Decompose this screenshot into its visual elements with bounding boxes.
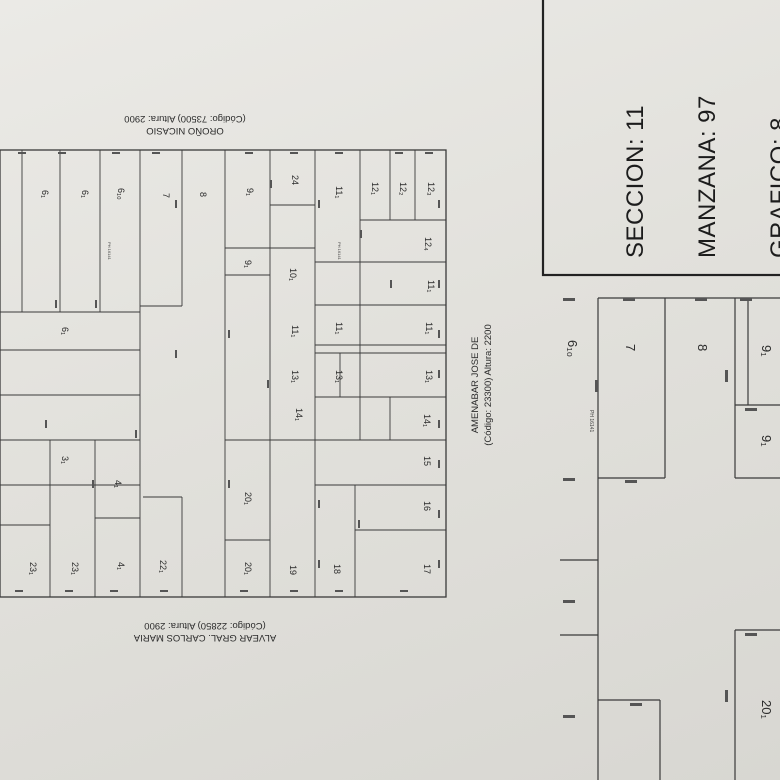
inset-ph-label: PH 16141 [588,410,594,432]
inset-lot-20: 20₁ [759,700,774,719]
lot-11b: 11₁ [426,280,436,292]
manzana-label: MANZANA: 97 [694,95,721,258]
lot-labels: 7 8 6₁ 6₁ 6₁₀ 6₁ 9₁ 24 11₁ 12₁ 12₂ 12₃ 1… [28,175,436,575]
inset-dimension-marks [563,298,757,718]
inset-labels: 6₁₀ 7 8 9₁ 9₁ 20₁ PH 16141 [565,340,774,719]
lot-13c: 13₁ [424,370,434,383]
street-right: AMENABAR JOSE DE (Código: 23300) Altura:… [470,324,494,445]
street-right-name: AMENABAR JOSE DE [470,337,481,434]
street-bottom: ALVEAR GRAL. CARLOS MARIA (Código: 22850… [133,620,276,643]
lot-9: 9₁ [245,188,255,196]
lot-8: 8 [198,192,208,197]
lot-11a: 11₁ [334,186,344,198]
lot-18: 18 [332,564,342,574]
lot-24: 24 [290,175,300,185]
lot-12d: 12₄ [423,237,433,251]
lot-22: 22₁ [158,560,168,573]
lot-12b: 12₂ [398,182,408,196]
lot-6b: 6₁ [80,190,90,198]
lot-6c: 6₁ [60,327,70,335]
lot-16: 16 [422,501,432,511]
lot-17: 17 [422,564,432,574]
lot-20a: 20₁ [243,492,253,505]
lot-12c: 12₃ [426,182,436,196]
lot-20b: 20₁ [243,562,253,575]
inset-lot-7: 7 [623,344,638,351]
lot-13a: 13₁ [290,370,300,383]
lot-23b: 23₁ [70,562,80,575]
lot-9b: 9₁ [243,260,253,268]
seccion-label: SECCION: 11 [622,105,649,258]
lot-10: 10₁ [288,268,298,281]
dimension-marks [15,152,440,592]
lot-23a: 23₁ [28,562,38,575]
lot-6a: 6₁ [40,190,50,198]
street-bottom-code: (Código: 22850) Altura: 2900 [144,620,265,631]
lot-14b: 14₁ [422,414,432,427]
street-bottom-name: ALVEAR GRAL. CARLOS MARIA [133,632,276,643]
lot-11e: 11₁ [424,322,434,334]
lot-11d: 11₁ [334,322,344,334]
lot-14: 14₁ [294,408,304,421]
lot-4a: 4₁ [113,480,123,488]
lot-12a: 12₁ [370,182,380,195]
lot-11c: 11₁ [290,325,300,337]
grafico-label: GRAFICO: 8 [766,117,780,258]
parcel-lines [0,150,446,597]
zoomed-inset [560,297,780,780]
lot-15: 15 [422,456,432,466]
ph-label: PH 16141 [337,242,342,261]
lot-13b: 13₁ [334,370,344,383]
inset-lot-8: 8 [695,344,710,351]
title-box: SECCION: 11 MANZANA: 97 GRAFICO: 8 [541,0,780,277]
lot-3: 3₁ [60,456,70,464]
inset-lot-9a: 9₁ [759,345,774,357]
lot-6d: 6₁₀ [116,188,126,200]
inset-lot-6: 6₁₀ [565,340,580,357]
main-block [0,149,447,598]
street-top: OROÑO NICASIO (Código: 73500) Altura: 29… [124,113,245,136]
inset-lot-9b: 9₁ [759,435,774,447]
street-top-name: OROÑO NICASIO [146,125,224,136]
lot-4b: 4₁ [116,562,126,570]
street-right-code: (Código: 23300) Altura: 2200 [483,324,494,445]
lot-19: 19 [288,565,298,575]
street-top-code: (Código: 73500) Altura: 2900 [124,113,245,124]
lot-7: 7 [161,193,171,198]
ph-label: PH 16141 [107,242,112,261]
